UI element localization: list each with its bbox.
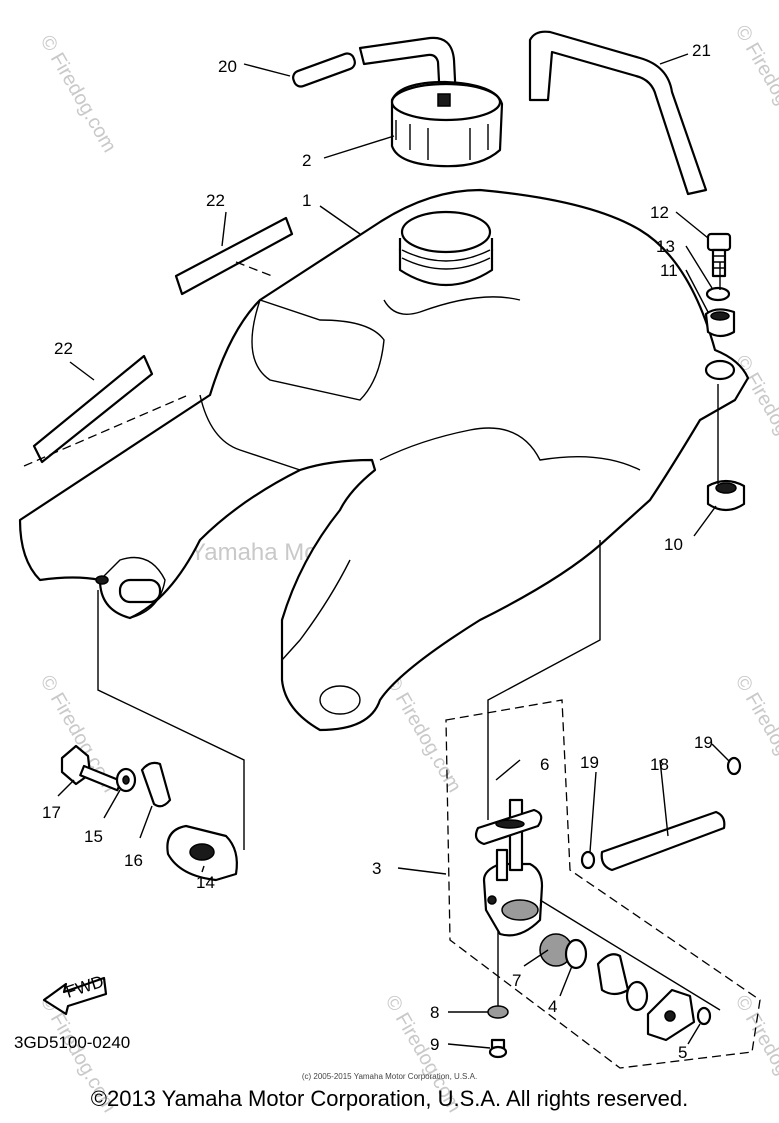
callouts: 1 2 3 4 5 6 7 8 9 10 11 12 13 14 15 16 1… (42, 41, 713, 1062)
hose-clip-a (580, 850, 596, 870)
drawing-code: 3GD5100-0240 (14, 1033, 130, 1052)
callout-10: 10 (664, 535, 683, 554)
damper-strip-lower (32, 354, 154, 464)
fuel-hose (600, 810, 726, 872)
front-damper (166, 824, 238, 882)
lever (596, 953, 630, 996)
callout-19-a: 19 (580, 753, 599, 772)
callout-13: 13 (656, 237, 675, 256)
lock-washer (705, 286, 731, 302)
tank-damper-rear (706, 479, 746, 512)
callout-11: 11 (660, 261, 678, 280)
watermark-side-1: © Firedog.com (36, 32, 121, 157)
callout-6: 6 (540, 755, 549, 774)
front-washer (115, 767, 137, 793)
callout-22-a: 22 (206, 191, 225, 210)
callout-14: 14 (196, 873, 215, 892)
callout-5: 5 (678, 1043, 687, 1062)
callout-20: 20 (218, 57, 237, 76)
fuel-cock-boundary (445, 699, 761, 1069)
callout-17: 17 (42, 803, 61, 822)
filler-neck (398, 210, 494, 286)
callout-22-b: 22 (54, 339, 73, 358)
callout-4: 4 (548, 997, 557, 1016)
footer-copyright: ©2013 Yamaha Motor Corporation, U.S.A. A… (90, 1086, 689, 1111)
callout-19-b: 19 (694, 733, 713, 752)
callout-12: 12 (650, 203, 669, 222)
callout-8: 8 (430, 1003, 439, 1022)
callout-1: 1 (302, 191, 311, 210)
mount-bolt (706, 232, 732, 278)
callout-9: 9 (430, 1035, 439, 1054)
callout-18: 18 (650, 755, 669, 774)
watermark-side-7: © Firedog.com (731, 672, 779, 797)
callout-3: 3 (372, 859, 381, 878)
fuel-tank (18, 188, 750, 732)
drain-screw (488, 1038, 508, 1059)
drain-gasket (487, 1005, 509, 1019)
callout-21: 21 (692, 41, 711, 60)
leader-lines (57, 53, 731, 1049)
collar (704, 308, 736, 338)
front-bolt (60, 744, 123, 792)
cover-screw (696, 1006, 712, 1026)
watermark-side-2: © Firedog.com (731, 22, 779, 147)
oring-4 (564, 938, 588, 970)
callout-7: 7 (512, 971, 521, 990)
callout-2: 2 (302, 151, 311, 170)
fwd-arrow-icon: FWD (42, 972, 108, 1016)
filter-gasket (474, 808, 543, 846)
wave-washer (625, 980, 649, 1012)
small-copyright: (c) 2005-2015 Yamaha Motor Corporation, … (301, 1072, 478, 1081)
hose-clip-b (726, 756, 742, 776)
watermark-side-6: © Firedog.com (381, 672, 466, 797)
fuel-cap (390, 80, 504, 168)
tank-band (528, 30, 708, 196)
damper-strip-upper (174, 216, 294, 296)
callout-15: 15 (84, 827, 103, 846)
callout-16: 16 (124, 851, 143, 870)
cover-plate (646, 988, 696, 1042)
reference-lines (23, 261, 721, 1011)
front-collar (140, 761, 172, 808)
